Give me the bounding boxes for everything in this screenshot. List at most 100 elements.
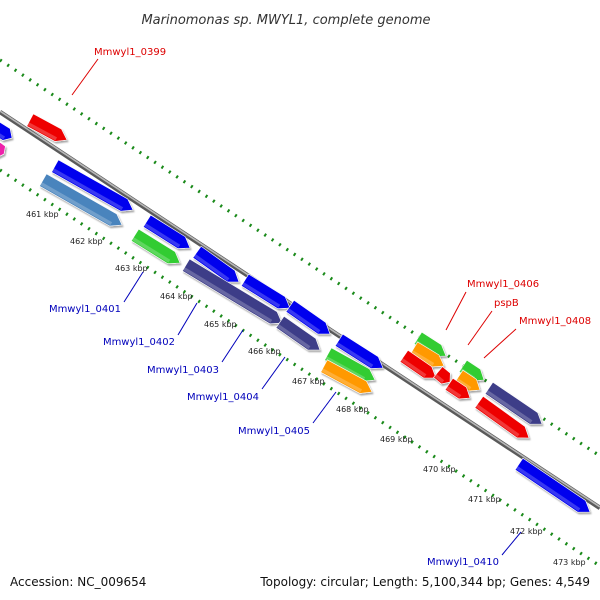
feature-orange-0408-shine xyxy=(455,378,472,391)
map-title: Marinomonas sp. MWYL1, complete genome xyxy=(141,13,430,28)
feature-green-0405-shine xyxy=(325,356,366,381)
scale-label: 467 kbp xyxy=(292,377,325,386)
scale-label: 470 kbp xyxy=(423,465,456,474)
scale-label: 472 kbp xyxy=(510,527,543,536)
accession-text: Accession: NC_009654 xyxy=(10,575,146,589)
feature-blue-a-shine xyxy=(52,168,124,211)
feature-red-0408 xyxy=(444,377,471,400)
label-mmwyl1-0406: Mmwyl1_0406 xyxy=(467,279,539,290)
feature-indigo-0402-shape xyxy=(181,258,283,325)
feature-steelblue-shape xyxy=(39,173,123,227)
feature-red-pspb-shine xyxy=(434,373,445,384)
feature-blue-a xyxy=(51,159,134,212)
feature-blue-e-shine xyxy=(286,308,321,334)
feature-red-0406 xyxy=(399,349,437,379)
feature-red-g xyxy=(474,395,530,439)
scale-label: 465 kbp xyxy=(204,320,237,329)
feature-blue-edge-shine xyxy=(0,133,6,140)
scale-labels: 461 kbp 462 kbp 463 kbp 464 kbp 465 kbp 466 k… xyxy=(26,210,586,567)
feature-orange-0406-shine xyxy=(410,350,435,366)
scale-label: 471 kbp xyxy=(468,495,501,504)
features xyxy=(0,113,591,513)
feature-red-0399-shine xyxy=(27,122,57,141)
label-mmwyl1-0401-leader xyxy=(123,271,144,303)
label-mmwyl1-0406-leader xyxy=(445,291,467,331)
label-mmwyl1-0403-leader xyxy=(221,329,244,363)
feature-blue-d-shape xyxy=(240,273,291,310)
gene-labels: Mmwyl1_0399Mmwyl1_0406pspBMmwyl1_0408Mmw… xyxy=(49,47,591,568)
label-mmwyl1-0402: Mmwyl1_0402 xyxy=(103,337,175,348)
feature-red-pspb xyxy=(433,366,451,385)
label-mmwyl1-0410-leader xyxy=(501,531,522,556)
label-mmwyl1-0399-leader xyxy=(71,58,99,96)
label-mmwyl1-0408-leader xyxy=(483,328,517,359)
feature-blue-b-shine xyxy=(143,223,181,248)
feature-blue-d xyxy=(240,273,291,310)
feature-blue-edge-shape xyxy=(0,121,13,141)
inner-tick-row xyxy=(0,168,600,568)
scale-label: 464 kbp xyxy=(160,292,193,301)
feature-red-0399 xyxy=(26,113,68,142)
label-pspb-leader xyxy=(467,310,493,346)
scale-label: 473 kbp xyxy=(553,558,586,567)
scale-label: 461 kbp xyxy=(26,210,59,219)
feature-red-g-shape xyxy=(474,395,530,439)
feature-indigo-g xyxy=(484,381,543,425)
genome-summary-text: Topology: circular; Length: 5,100,344 bp… xyxy=(259,575,590,589)
feature-red-g-shine xyxy=(475,404,520,437)
feature-blue-0410-shape xyxy=(514,457,591,513)
feature-indigo-0403 xyxy=(275,315,321,351)
feature-green-0401-shape xyxy=(130,228,181,265)
feature-green-0401 xyxy=(130,228,181,265)
label-mmwyl1-0408: Mmwyl1_0408 xyxy=(519,316,591,327)
label-mmwyl1-0404-leader xyxy=(261,356,286,390)
feature-blue-edge xyxy=(0,121,13,141)
feature-blue-0410-shine xyxy=(515,466,581,512)
label-mmwyl1-0399: Mmwyl1_0399 xyxy=(94,47,166,58)
feature-steelblue xyxy=(39,173,123,227)
scale-label: 468 kbp xyxy=(336,405,369,414)
feature-blue-e xyxy=(285,299,331,335)
label-pspb: pspB xyxy=(494,298,519,309)
feature-green-0401-shine xyxy=(131,237,171,263)
feature-blue-b-shape xyxy=(142,214,191,249)
feature-magenta-edge xyxy=(0,141,6,157)
feature-blue-d-shine xyxy=(241,282,281,308)
feature-red-0406-shape xyxy=(399,349,437,379)
feature-indigo-g-shape xyxy=(484,381,543,425)
scale-label: 466 kbp xyxy=(248,347,281,356)
feature-orange-0405-shape xyxy=(320,359,373,394)
feature-red-0399-shape xyxy=(26,113,68,142)
feature-indigo-0402-shine xyxy=(182,267,273,323)
feature-blue-b xyxy=(142,214,191,249)
feature-red-pspb-shape xyxy=(433,366,451,385)
label-leaders xyxy=(71,58,522,556)
label-mmwyl1-0405-leader xyxy=(312,391,337,424)
feature-blue-c-shine xyxy=(193,254,230,281)
feature-indigo-0403-shape xyxy=(275,315,321,351)
feature-red-0406-shine xyxy=(400,358,427,378)
scale-label: 469 kbp xyxy=(380,435,413,444)
feature-orange-0405-shine xyxy=(321,368,362,393)
feature-red-0408-shine xyxy=(445,386,462,399)
label-mmwyl1-0402-leader xyxy=(177,302,198,336)
label-mmwyl1-0401: Mmwyl1_0401 xyxy=(49,304,121,315)
scale-label: 463 kbp xyxy=(115,264,148,273)
feature-blue-a-shape xyxy=(51,159,134,212)
feature-indigo-g-shine xyxy=(485,390,533,424)
scale-label: 462 kbp xyxy=(70,237,103,246)
feature-indigo-0402 xyxy=(181,258,283,325)
feature-steelblue-shine xyxy=(40,182,113,226)
feature-blue-f-shape xyxy=(334,333,384,369)
label-mmwyl1-0404: Mmwyl1_0404 xyxy=(187,392,259,403)
feature-blue-e-shape xyxy=(285,299,331,335)
label-mmwyl1-0403: Mmwyl1_0403 xyxy=(147,365,219,376)
feature-orange-0405 xyxy=(320,359,373,394)
label-mmwyl1-0410: Mmwyl1_0410 xyxy=(427,557,499,568)
feature-red-0408-shape xyxy=(444,377,471,400)
feature-indigo-0403-shine xyxy=(276,324,311,350)
label-mmwyl1-0405: Mmwyl1_0405 xyxy=(238,426,310,437)
feature-magenta-edge-shape xyxy=(0,141,6,157)
